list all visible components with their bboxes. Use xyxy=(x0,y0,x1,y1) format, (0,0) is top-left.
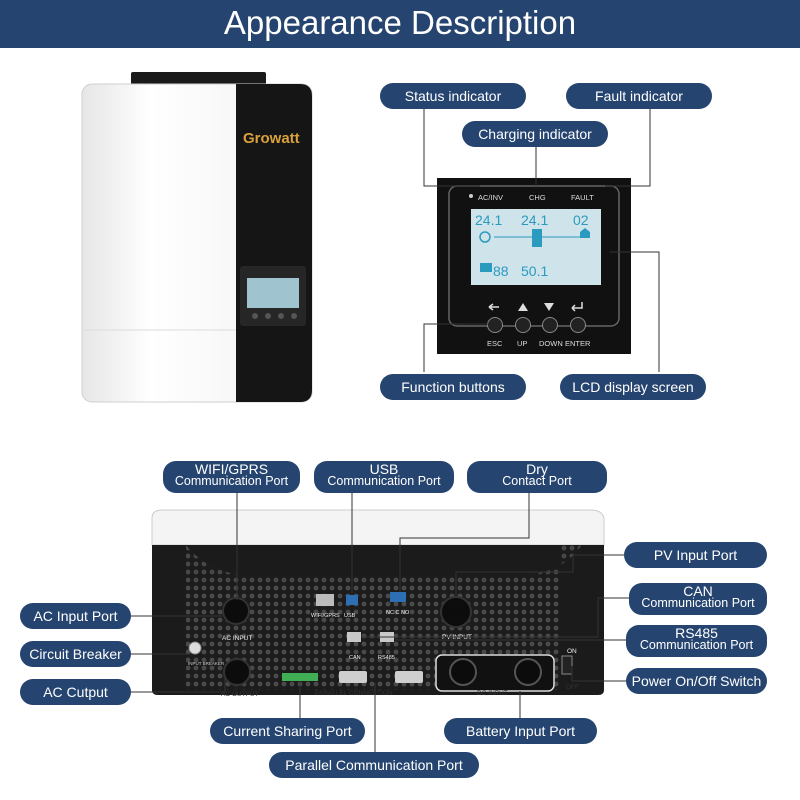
on-text: ON xyxy=(567,648,577,655)
enter-label: ENTER xyxy=(565,339,591,348)
charging-indicator-label: Charging indicator xyxy=(462,121,608,147)
dry-contact-label: Dry Contact Port xyxy=(467,461,607,493)
dry-contact-label-line1: Dry xyxy=(526,461,548,477)
usb-label-line2: Communication Port xyxy=(327,474,441,488)
function-buttons-label: Function buttons xyxy=(380,374,526,400)
breaker-text: INPUT BREAKER xyxy=(188,661,225,666)
esc-label: ESC xyxy=(487,339,503,348)
power-switch-label: Power On/Off Switch xyxy=(626,668,767,694)
dry-contact-label-line2: Contact Port xyxy=(502,474,572,488)
wifi-text: WIFI/GPRS xyxy=(311,613,340,619)
pv-input-port-label: PV Input Port xyxy=(624,542,767,568)
wifi-gprs-label-line2: Communication Port xyxy=(174,474,289,488)
ac-input-gland xyxy=(222,597,250,625)
can-label-line2: Communication Port xyxy=(641,596,755,610)
can-label-line1: CAN xyxy=(683,583,713,599)
off-text: OFF xyxy=(566,684,579,691)
usb-port xyxy=(346,595,358,605)
indicator-acinv-label: AC/INV xyxy=(478,193,503,202)
usb-label: USB Communication Port xyxy=(314,461,454,493)
ac-input-text: AC INPUT xyxy=(222,635,252,642)
ac-output-gland xyxy=(223,658,251,686)
lcd-grid-icon xyxy=(479,231,491,243)
rs485-text: RS485 xyxy=(378,655,395,661)
lcd-top-mid: 24.1 xyxy=(521,212,548,228)
fault-indicator-label: Fault indicator xyxy=(566,83,712,109)
back-arrow-icon xyxy=(488,303,499,311)
status-indicator-label: Status indicator xyxy=(380,83,526,109)
control-panel-image: AC/INV CHG FAULT 24.1 24.1 02 88 50.1 ES… xyxy=(437,178,631,354)
mini-lcd xyxy=(247,278,299,308)
power-switch[interactable] xyxy=(561,655,573,675)
page-title: Appearance Description xyxy=(0,0,800,48)
current-sharing-port-label: Current Sharing Port xyxy=(210,718,365,744)
lcd-bottom-mid: 50.1 xyxy=(521,263,548,279)
inverter-bottom-image: AC INPUT AC OUTPUT INPUT BREAKER WIFI/GP… xyxy=(151,509,605,698)
bottom-white-top xyxy=(151,509,605,546)
wifi-port xyxy=(316,594,334,606)
rs485-label: RS485 Communication Port xyxy=(626,625,767,657)
parallel-db9-1 xyxy=(339,671,367,683)
bottom-leader-lines xyxy=(129,492,629,752)
down-button[interactable] xyxy=(542,317,558,333)
battery-minus-gland xyxy=(514,658,542,686)
dry-contact-port xyxy=(390,592,406,602)
enter-button[interactable] xyxy=(570,317,586,333)
growatt-logo: Growatt xyxy=(243,130,300,147)
parallel-db9-2 xyxy=(395,671,423,683)
ac-output-text: AC OUTPUT xyxy=(221,691,259,698)
ac-input-port-label: AC Input Port xyxy=(20,603,131,629)
pv-input-gland xyxy=(440,596,472,628)
ac-output-label: AC Cutput xyxy=(20,679,131,705)
top-leader-lines xyxy=(423,109,660,372)
enter-arrow-icon xyxy=(571,302,583,312)
rs485-label-line2: Communication Port xyxy=(639,638,754,652)
inverter-front-image: Growatt xyxy=(81,72,313,403)
can-port xyxy=(347,632,361,642)
current-sharing-terminal xyxy=(282,673,318,681)
lcd-battery-icon xyxy=(532,229,542,247)
esc-button[interactable] xyxy=(487,317,503,333)
parallel-text: PARALLEL CONNECTION xyxy=(315,690,393,697)
battery-plus-gland xyxy=(449,658,477,686)
indicator-chg-label: CHG xyxy=(529,193,546,202)
up-button[interactable] xyxy=(515,317,531,333)
battery-input-port-label: Battery Input Port xyxy=(444,718,597,744)
rs485-label-line1: RS485 xyxy=(675,625,718,641)
wifi-gprs-label: WIFI/GPRS Communication Port xyxy=(163,461,300,493)
parallel-communication-port-label: Parallel Communication Port xyxy=(269,752,479,778)
dry-contact-text: NC C NO xyxy=(386,610,410,616)
wifi-gprs-label-line1: WIFI/GPRS xyxy=(194,461,269,477)
can-label: CAN Communication Port xyxy=(629,583,767,615)
mounting-bracket xyxy=(131,72,266,86)
lcd-bottom-left: 88 xyxy=(493,263,509,279)
usb-text: USB xyxy=(344,613,356,619)
lcd-top-right: 02 xyxy=(573,212,589,228)
indicator-fault-label: FAULT xyxy=(571,193,594,202)
up-label: UP xyxy=(517,339,527,348)
lcd-house-icon xyxy=(580,228,590,238)
down-arrow-icon xyxy=(544,303,554,311)
dc-input-text: DC INPUT xyxy=(477,690,508,697)
usb-label-line1: USB xyxy=(369,461,399,477)
lcd-display-screen-label: LCD display screen xyxy=(560,374,706,400)
can-text: CAN xyxy=(349,655,361,661)
breaker-button[interactable] xyxy=(188,641,202,655)
down-label: DOWN xyxy=(539,339,563,348)
lcd-top-left: 24.1 xyxy=(475,212,502,228)
circuit-breaker-label: Circuit Breaker xyxy=(20,641,131,667)
up-arrow-icon xyxy=(518,303,528,311)
